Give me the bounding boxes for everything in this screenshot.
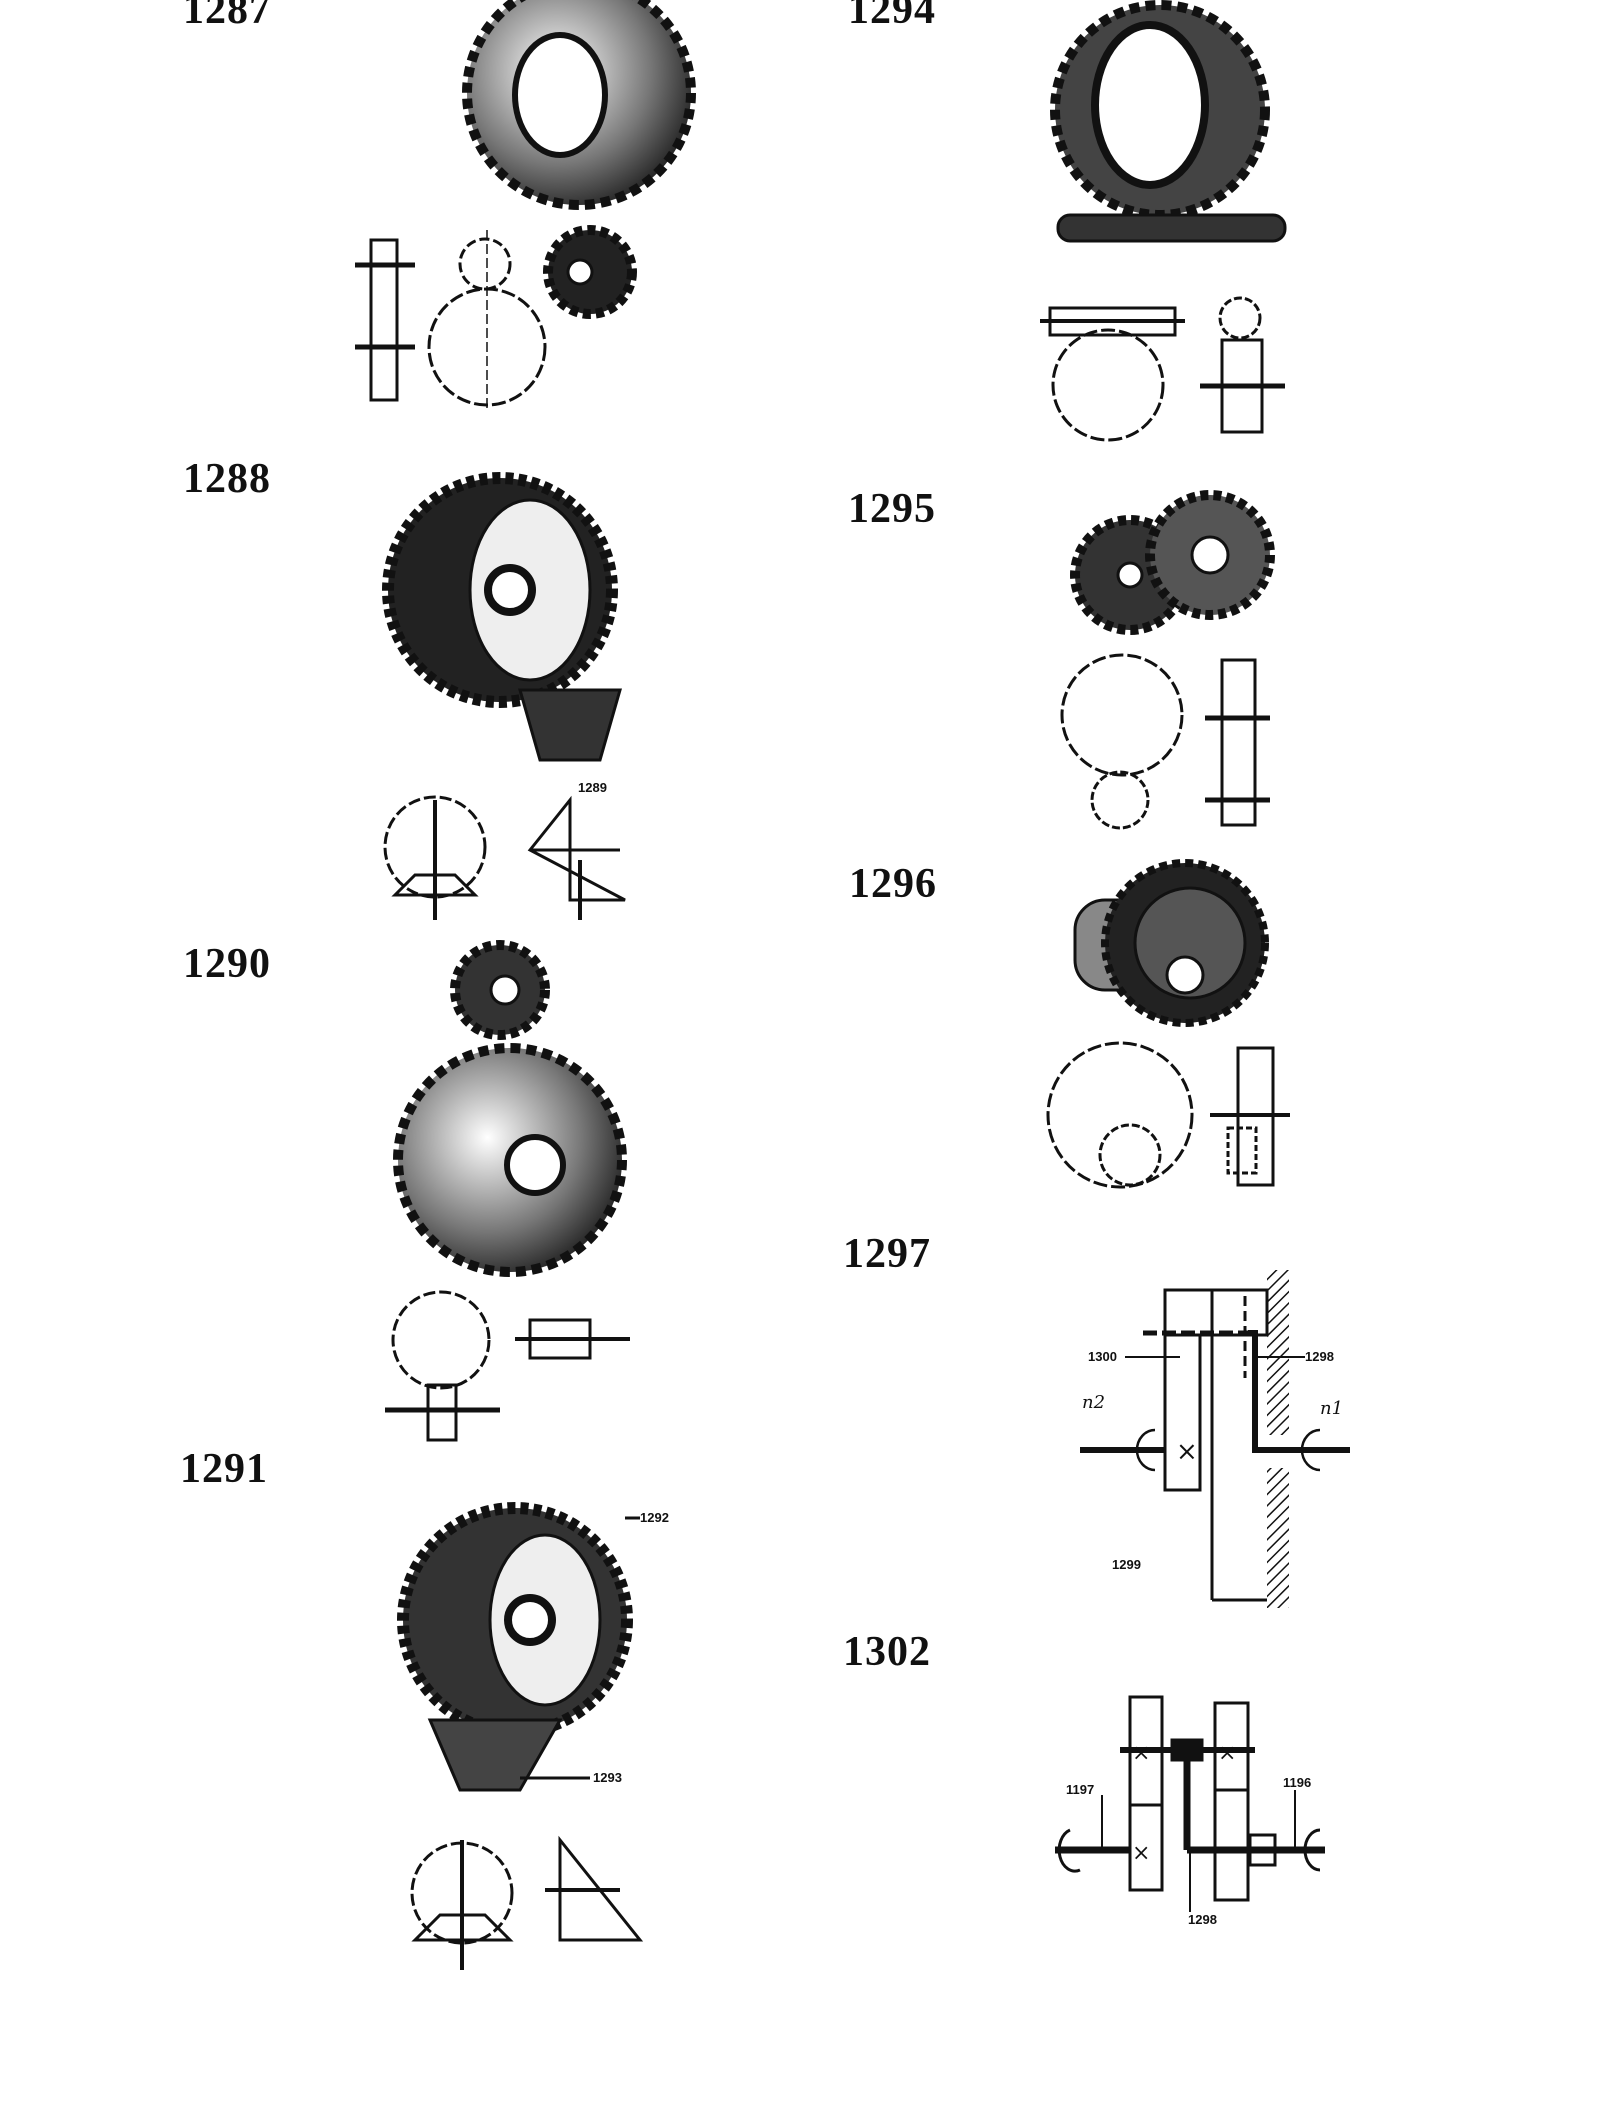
spur-gear-pair-2-illustration [1070, 490, 1275, 635]
spur-gear-schematic [355, 230, 547, 410]
svg-text:×: × [1132, 1741, 1150, 1766]
callout-1300: 1300 [1088, 1349, 1117, 1364]
callout-1196: 1196 [1283, 1775, 1312, 1790]
svg-text:×: × [1218, 1741, 1236, 1766]
spur-gear-pair-2-schematic [1060, 653, 1270, 830]
figure-number-1302: 1302 [843, 1629, 931, 1675]
callout-1299: 1299 [1112, 1557, 1141, 1572]
figure-number-1291: 1291 [180, 1446, 268, 1492]
figure-number-1287: 1287 [183, 0, 271, 33]
differential-gear-schematic: × × × [1055, 1695, 1325, 1912]
planetary-gear-schematic: × [1080, 1270, 1350, 1608]
speed-label-n1: n1 [1320, 1398, 1344, 1419]
spiral-bevel-gear-illustration [397, 1502, 640, 1792]
spiral-bevel-gear-schematic [410, 1835, 644, 1970]
svg-text:×: × [1132, 1841, 1150, 1866]
speed-label-n2: n2 [1082, 1392, 1106, 1413]
callout-1292: 1292 [640, 1510, 669, 1525]
callout-1298: 1298 [1305, 1349, 1334, 1364]
callout-1289: 1289 [578, 780, 607, 795]
callout-1298-diff: 1298 [1188, 1912, 1217, 1927]
helical-gear-pair-illustration [393, 940, 627, 1277]
internal-gear-schematic [1046, 1041, 1290, 1189]
figure-number-1294: 1294 [848, 0, 936, 33]
figure-number-1295: 1295 [848, 486, 936, 532]
worm-gear-illustration [1050, 0, 1287, 243]
figure-number-1288: 1288 [183, 456, 271, 502]
figure-number-1290: 1290 [183, 941, 271, 987]
callout-1197: 1197 [1066, 1782, 1095, 1797]
spur-gear-pair-illustration [462, 0, 696, 319]
figure-number-1297: 1297 [843, 1231, 931, 1277]
figure-number-1296: 1296 [849, 861, 937, 907]
bevel-gear-illustration [382, 472, 622, 762]
internal-gear-illustration [1073, 859, 1269, 1027]
helical-gear-schematic [385, 1290, 630, 1442]
svg-text:×: × [1176, 1437, 1198, 1467]
callout-1293: 1293 [593, 1770, 622, 1785]
worm-gear-schematic [1040, 296, 1285, 442]
bevel-gear-schematic [383, 795, 626, 920]
